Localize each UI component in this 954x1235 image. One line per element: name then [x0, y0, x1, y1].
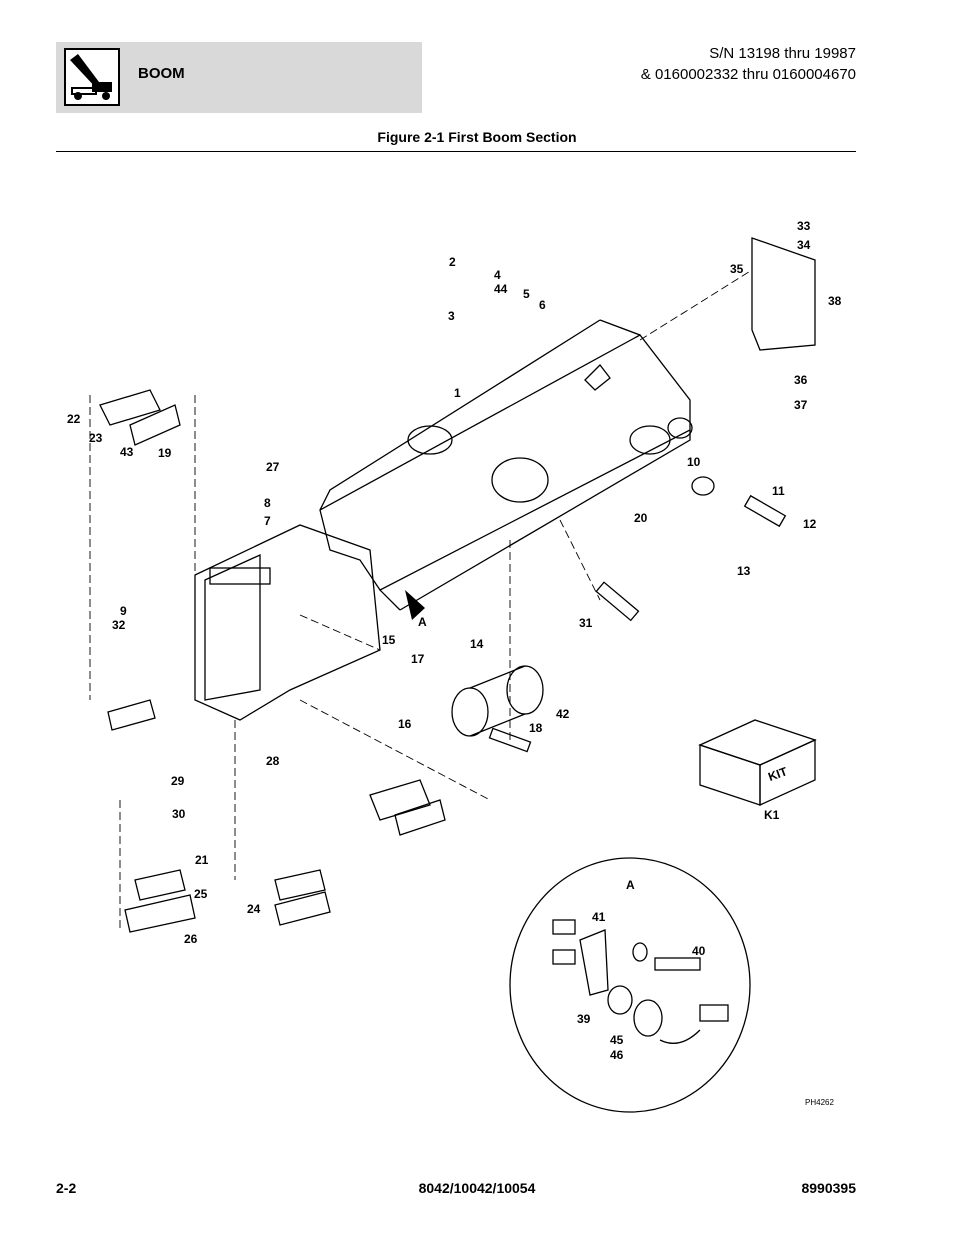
callout-26: 26 — [184, 932, 198, 946]
section-title: BOOM — [138, 65, 185, 82]
callout-10: 10 — [687, 455, 701, 469]
callout-28: 28 — [266, 754, 280, 768]
detail-a-circle — [509, 857, 751, 1113]
callout-42: 42 — [556, 707, 570, 721]
callout-45: 45 — [610, 1033, 624, 1047]
callout-46: 46 — [610, 1048, 624, 1062]
kit-text: KIT — [766, 764, 790, 784]
callout-20: 20 — [634, 511, 648, 525]
callout-36: 36 — [794, 373, 808, 387]
callout-14: 14 — [470, 637, 484, 651]
telehandler-logo-icon — [64, 48, 120, 106]
callout-k1: K1 — [764, 808, 780, 822]
callout-7: 7 — [264, 514, 271, 528]
serial-range: S/N 13198 thru 19987 & 0160002332 thru 0… — [641, 43, 856, 85]
header-rule — [56, 151, 856, 152]
callout-13: 13 — [737, 564, 751, 578]
callout-44: 44 — [494, 282, 508, 296]
callout-11: 11 — [772, 484, 785, 498]
callout-18: 18 — [529, 721, 543, 735]
callout-39: 39 — [577, 1012, 591, 1026]
rear-cover-plate — [751, 237, 816, 351]
callout-6: 6 — [539, 298, 546, 312]
figure-title: Figure 2-1 First Boom Section — [377, 129, 577, 145]
callout-23: 23 — [89, 431, 103, 445]
callout-9: 9 — [120, 604, 127, 618]
callout-16: 16 — [398, 717, 412, 731]
boom-body — [319, 334, 691, 591]
callout-38: 38 — [828, 294, 842, 308]
callout-33: 33 — [797, 219, 811, 233]
callout-2: 2 — [449, 255, 456, 269]
callout-32: 32 — [112, 618, 126, 632]
callout-21: 21 — [195, 853, 209, 867]
callout-19: 19 — [158, 446, 172, 460]
callout-34: 34 — [797, 238, 811, 252]
callout-8: 8 — [264, 496, 271, 510]
callout-24: 24 — [247, 902, 261, 916]
callout-35: 35 — [730, 262, 744, 276]
callout-5: 5 — [523, 287, 530, 301]
kit-box — [698, 719, 817, 766]
callout-12: 12 — [803, 517, 817, 531]
callout-40: 40 — [692, 944, 706, 958]
callout-3: 3 — [448, 309, 455, 323]
detail-a-letter: A — [626, 878, 635, 892]
document-number: 8990395 — [801, 1180, 856, 1196]
callout-4: 4 — [494, 268, 501, 282]
boom-head — [194, 524, 381, 721]
callout-43: 43 — [120, 445, 134, 459]
image-id: PH4262 — [805, 1098, 834, 1107]
callout-1: 1 — [454, 386, 461, 400]
view-a-label: A — [418, 615, 427, 629]
model-numbers: 8042/10042/10054 — [418, 1180, 536, 1196]
callout-37: 37 — [794, 398, 808, 412]
callout-30: 30 — [172, 807, 186, 821]
callout-41: 41 — [592, 910, 606, 924]
callout-31: 31 — [579, 616, 593, 630]
callout-17: 17 — [411, 652, 425, 666]
serial-line-2: & 0160002332 thru 0160004670 — [640, 66, 856, 83]
serial-line-1: S/N 13198 thru 19987 — [709, 45, 856, 62]
callout-15: 15 — [382, 633, 396, 647]
callout-29: 29 — [171, 774, 185, 788]
callout-25: 25 — [194, 887, 208, 901]
callout-22: 22 — [67, 412, 81, 426]
page-number: 2-2 — [56, 1180, 77, 1196]
callout-27: 27 — [266, 460, 280, 474]
